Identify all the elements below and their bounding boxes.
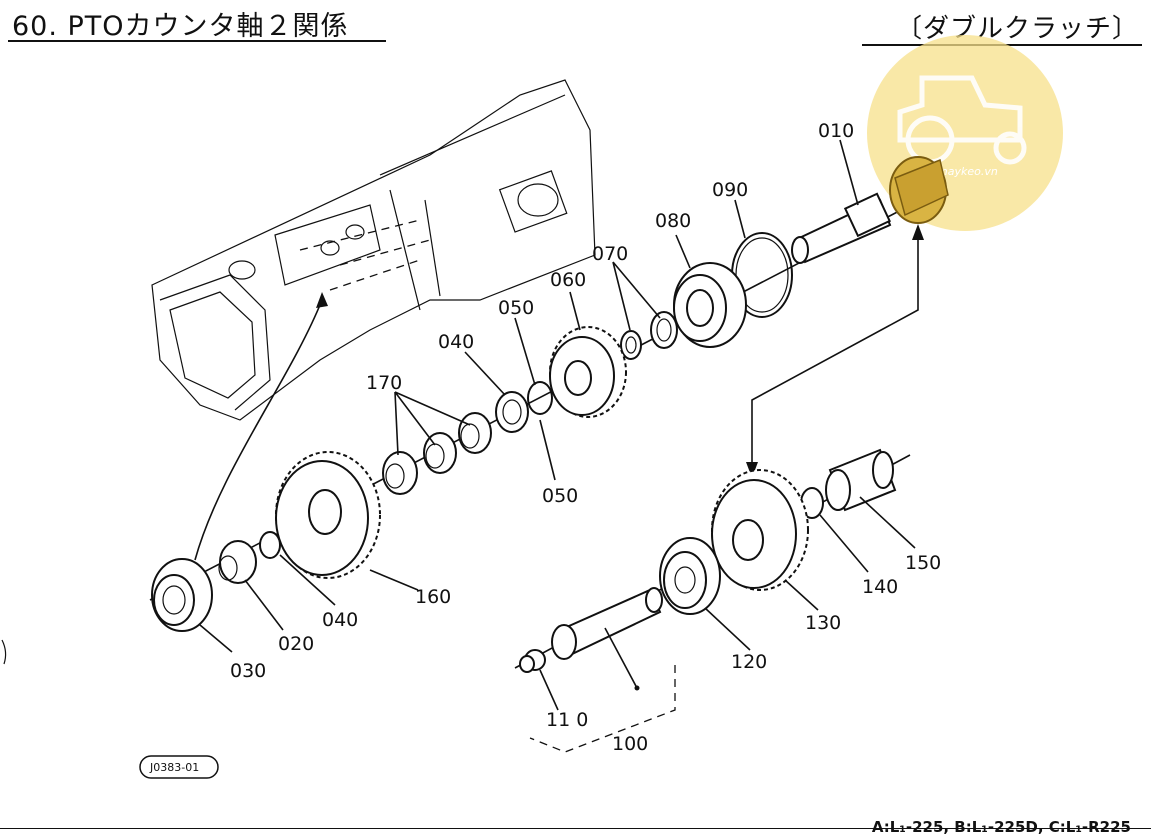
leader-housing <box>194 299 323 561</box>
arrow-head-icon <box>316 292 328 308</box>
arrow-head-icon <box>912 224 924 240</box>
part-080-bearing <box>673 262 747 348</box>
page-edge-mark <box>1 639 7 665</box>
label-120: 120 <box>731 651 767 673</box>
variant-label: 〔ダブルクラッチ〕 <box>895 14 1139 44</box>
model-applicability: A:L₁-225, B:L₁-225D, C:L₁-R225 <box>871 818 1131 836</box>
highlighted-gear <box>889 156 949 224</box>
label-130: 130 <box>805 612 841 634</box>
transmission-housing <box>151 79 596 421</box>
label-040-bottom: 040 <box>322 609 358 631</box>
part-030-bearing <box>151 558 213 632</box>
part-070-rings <box>620 311 678 360</box>
label-090: 090 <box>712 179 748 201</box>
part-160-gear <box>275 451 381 579</box>
label-070: 070 <box>592 243 628 265</box>
part-130-gear <box>711 469 809 591</box>
part-120-bearing <box>659 537 721 615</box>
part-010-shaft <box>791 156 949 264</box>
label-050-top: 050 <box>498 297 534 319</box>
page-title: 60. PTOカウンタ軸２関係 <box>12 11 349 42</box>
label-140: 140 <box>862 576 898 598</box>
reference-code-badge: J0383-01 <box>139 755 219 779</box>
part-170-needle-bearings <box>382 412 492 495</box>
label-050-bottom: 050 <box>542 485 578 507</box>
label-100: 100 <box>612 733 648 755</box>
assembly-bracket-100 <box>529 665 676 753</box>
footer-rule <box>0 828 1151 829</box>
tractor-icon <box>897 75 1027 165</box>
part-040-washer <box>259 531 281 559</box>
leader-010-130 <box>751 230 919 470</box>
part-020-collar <box>218 540 257 584</box>
part-060-gear <box>549 326 627 418</box>
label-030: 030 <box>230 660 266 682</box>
part-labels: 010 090 080 070 060 050 040 170 050 160 … <box>230 120 941 755</box>
label-150: 150 <box>905 552 941 574</box>
reference-code: J0383-01 <box>149 761 199 774</box>
label-010: 010 <box>818 120 854 142</box>
label-160: 160 <box>415 586 451 608</box>
label-110: 11 0 <box>546 709 588 731</box>
label-040-top: 040 <box>438 331 474 353</box>
label-170: 170 <box>366 372 402 394</box>
label-020: 020 <box>278 633 314 655</box>
part-150-sleeve <box>825 448 897 512</box>
part-100-shaft <box>551 587 663 660</box>
title-underline <box>8 40 386 42</box>
watermark-text: maykeo.vn <box>937 165 998 178</box>
part-110-bushing <box>519 649 546 673</box>
leader-lines <box>199 139 916 711</box>
part-050-rings <box>495 381 553 433</box>
label-060: 060 <box>550 269 586 291</box>
label-080: 080 <box>655 210 691 232</box>
